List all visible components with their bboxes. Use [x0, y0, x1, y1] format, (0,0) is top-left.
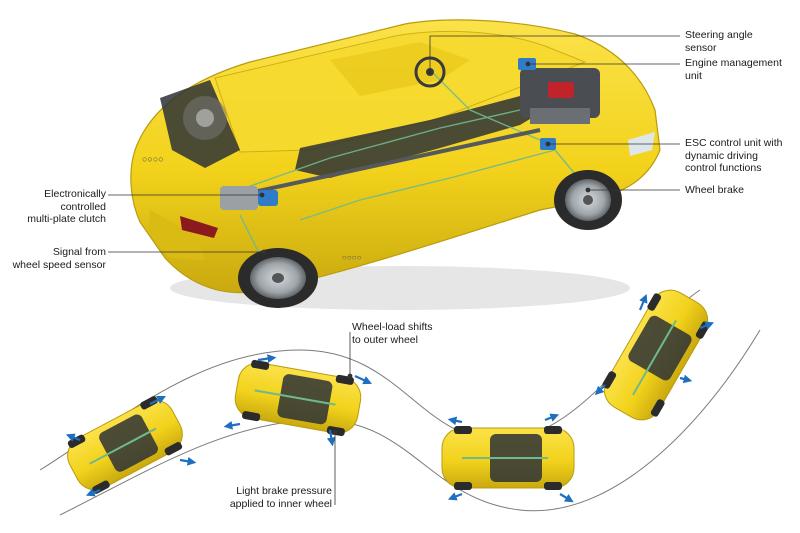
tail-light: [180, 216, 218, 238]
callout-lines: [108, 35, 680, 255]
callout-multi-plate-clutch: Electronically controlled multi-plate cl…: [27, 188, 106, 225]
rear-wheel: [238, 248, 318, 308]
driving-path-outer: [59, 329, 761, 516]
engine-block: [520, 68, 600, 124]
callout-wheel-speed-signal: Signal from wheel speed sensor: [12, 246, 106, 271]
callout-light-brake-pressure: Light brake pressure applied to inner wh…: [229, 485, 332, 510]
force-arrows: [65, 293, 715, 503]
rear-bumper: [148, 210, 205, 260]
interior-seats: [330, 42, 470, 96]
rear-badge-logo: ○○○○: [142, 154, 164, 164]
callout-wheel-load-shift: Wheel-load shifts to outer wheel: [352, 321, 433, 346]
front-wheel: [554, 170, 622, 230]
main-car-illustration: ○○○○: [130, 19, 661, 310]
drive-shaft: [239, 128, 541, 197]
spare-wheel-hub: [196, 109, 214, 127]
side-window: [295, 96, 545, 178]
callout-esc-control-unit: ESC control unit with dynamic driving co…: [685, 137, 783, 174]
small-car-3: [441, 426, 575, 490]
small-car-1: [67, 396, 183, 494]
small-car-4: [602, 289, 710, 421]
callout-steering-angle-sensor: Steering angle sensor: [685, 29, 753, 54]
callout-wheel-brake: Wheel brake: [685, 184, 744, 196]
callout-engine-management-unit: Engine management unit: [685, 57, 782, 82]
car-roof: [214, 30, 587, 153]
small-car-2: [234, 359, 362, 437]
side-badge-logo: ○○○○: [342, 253, 361, 262]
bottom-callout-lines: [332, 332, 353, 505]
